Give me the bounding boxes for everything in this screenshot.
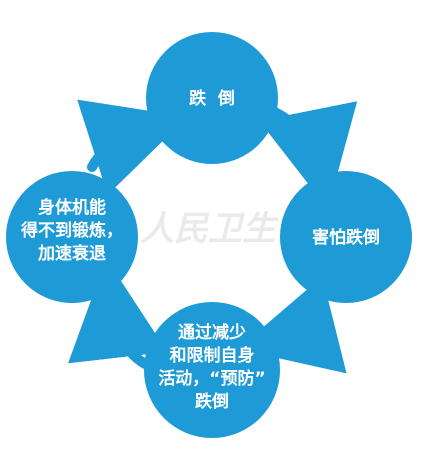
node-fear-of-falling: 害怕跌倒 [280,171,412,303]
node-decline-label-line-0: 身体机能 [38,197,106,218]
node-reduce-label-line-1: 和限制自身 [170,345,255,366]
node-reduce-label-line-3: 跌倒 [195,392,229,412]
cycle-arrows [68,99,358,374]
arrow-fall-to-fear [259,101,358,210]
node-decline-circle [6,171,138,303]
node-reduce-activity: 通过减少 和限制自身 活动，“预防” 跌倒 [144,302,280,438]
arrow-fear-to-reduce [237,276,347,374]
node-fear-label-line-0: 害怕跌倒 [312,227,380,248]
node-fall-label-line-0: 跌 倒 [189,89,235,109]
arrow-reduce-to-decline [68,258,168,369]
node-fall-circle [146,32,278,164]
arrow-decline-to-fall [77,99,188,195]
node-fall: 跌 倒 [146,32,278,164]
node-reduce-label-line-2: 活动，“预防” [158,368,265,389]
node-reduce-label-line-0: 通过减少 [178,322,246,343]
node-decline-label-line-2: 加速衰退 [37,243,106,264]
node-decline-label-line-1: 得不到锻炼， [20,220,123,241]
node-decline: 身体机能 得不到锻炼， 加速衰退 [6,171,138,303]
node-reduce-circle [144,302,280,438]
node-fear-circle [280,171,412,303]
